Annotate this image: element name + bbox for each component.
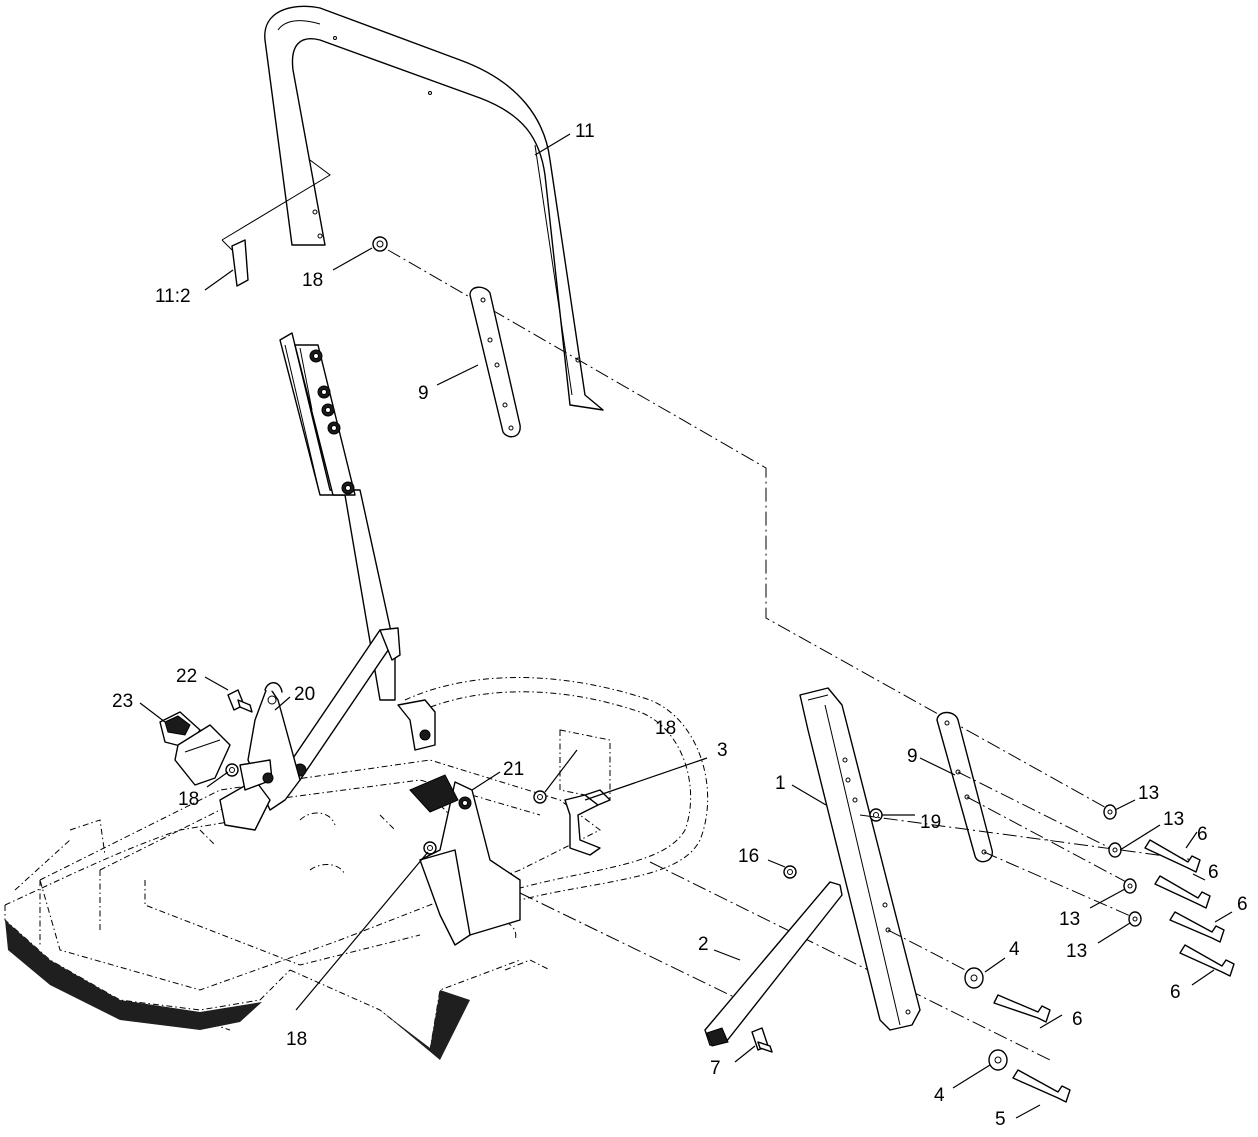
callout-6: 6 — [1170, 982, 1181, 1003]
nut-19 — [869, 808, 883, 822]
callout-13: 13 — [1059, 909, 1080, 930]
callout-9: 9 — [418, 383, 429, 404]
callout-22: 22 — [176, 666, 197, 687]
callout-7: 7 — [710, 1058, 721, 1079]
callout-6: 6 — [1237, 894, 1248, 915]
callout-20: 20 — [294, 684, 315, 705]
callout-18: 18 — [655, 718, 676, 739]
callout-13: 13 — [1066, 941, 1087, 962]
bolt-alignment-lines — [859, 771, 1196, 976]
callout-6: 6 — [1072, 1009, 1083, 1030]
rollbar-upper-hoop — [264, 5, 604, 411]
nut-18-top — [372, 236, 388, 252]
callout-11: 11 — [575, 121, 595, 142]
mower-frame — [4, 677, 709, 1060]
bolt-5 — [1012, 1069, 1071, 1103]
callout-leaders — [139, 133, 1233, 1119]
washers-13 — [1103, 804, 1142, 927]
alignment-line-upper — [387, 249, 1111, 811]
bolt-7 — [751, 1027, 773, 1053]
callout-2: 2 — [698, 934, 709, 955]
callout-18: 18 — [302, 270, 323, 291]
callout-21: 21 — [503, 759, 524, 780]
mount-bracket-21 — [409, 774, 521, 946]
alignment-line-lower — [519, 892, 741, 1001]
screw-22 — [227, 689, 253, 713]
callout-11-2: 11:2 — [155, 286, 191, 307]
callout-labels: 11 11:2 18 9 22 23 20 18 18 21 3 18 1 9 … — [112, 121, 1248, 1130]
callout-13: 13 — [1138, 783, 1159, 804]
alignment-line-frame — [649, 861, 1051, 1061]
nut-18-bracket3 — [533, 790, 547, 804]
callout-6: 6 — [1197, 824, 1208, 845]
callout-1: 1 — [775, 773, 786, 794]
plate-9-upper — [469, 286, 521, 438]
brace-2 — [704, 881, 843, 1047]
callout-18: 18 — [178, 789, 199, 810]
decal-11-2 — [221, 159, 331, 287]
callout-19: 19 — [920, 812, 941, 833]
callout-23: 23 — [112, 691, 133, 712]
callout-18: 18 — [286, 1029, 307, 1050]
frame-bracket — [397, 699, 436, 751]
seat-switch-bracket-20 — [219, 682, 301, 831]
callout-9: 9 — [907, 746, 918, 767]
washers-4 — [964, 967, 1008, 1071]
callout-4: 4 — [1009, 939, 1020, 960]
nut-18-switch — [225, 763, 239, 777]
callout-6: 6 — [1208, 862, 1219, 883]
nut-16 — [783, 865, 797, 879]
callout-4: 4 — [934, 1085, 945, 1106]
switch-23 — [159, 711, 231, 786]
callout-13: 13 — [1163, 809, 1184, 830]
callout-16: 16 — [738, 846, 759, 867]
bolts-6 — [993, 839, 1235, 1023]
callout-3: 3 — [717, 740, 728, 761]
callout-5: 5 — [995, 1109, 1006, 1130]
rollbar-lower-post — [279, 332, 396, 701]
plate-9-lower — [936, 711, 993, 863]
upright-1 — [799, 687, 921, 1031]
